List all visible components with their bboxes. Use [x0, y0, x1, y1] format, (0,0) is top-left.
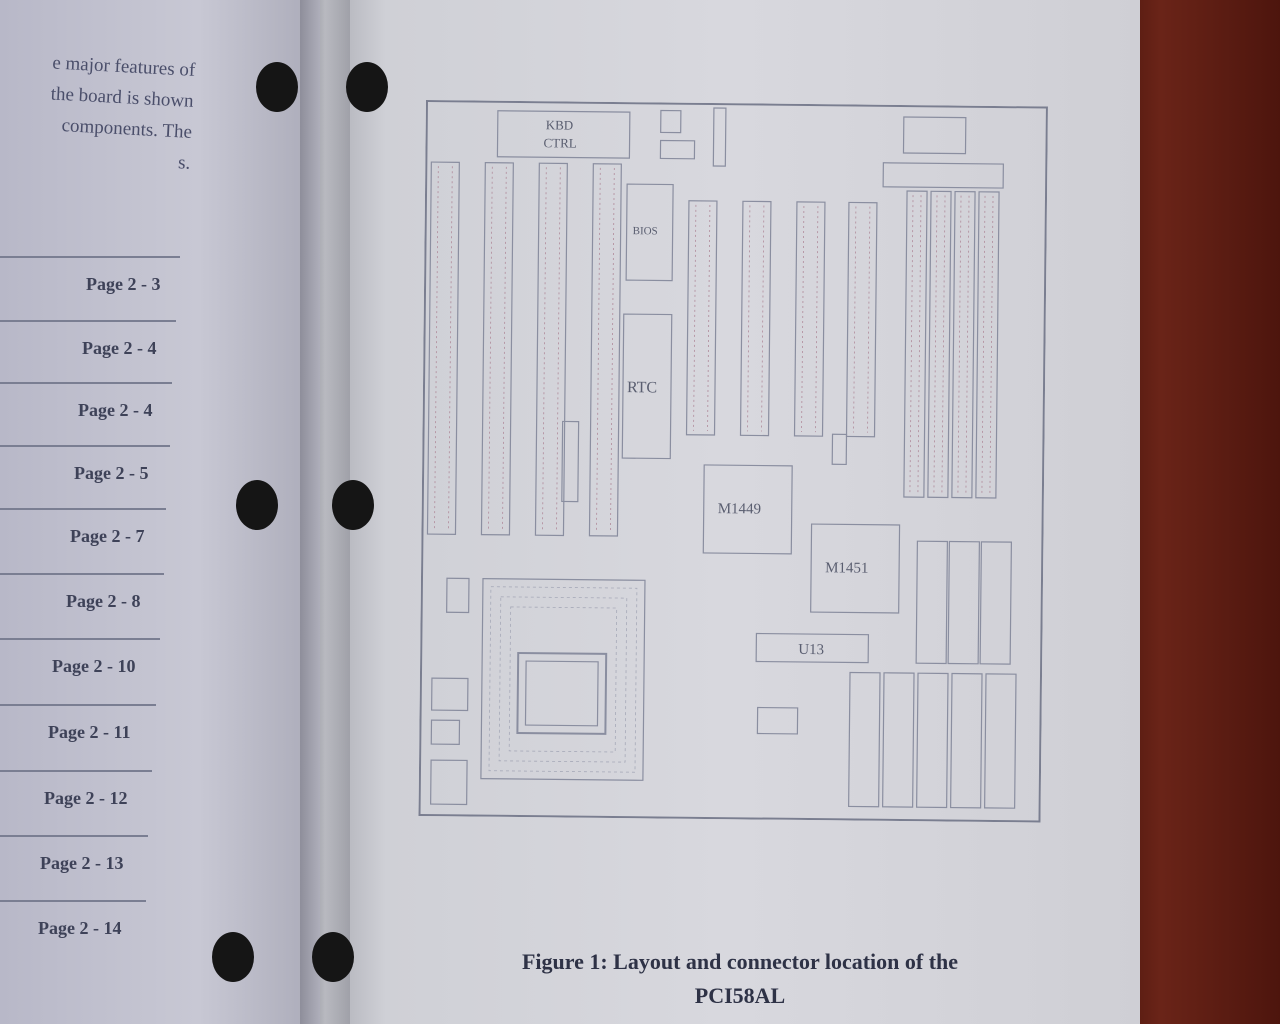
- caption-line-1: Figure 1: Layout and connector location …: [521, 949, 959, 974]
- rtc-label: RTC: [627, 379, 657, 396]
- toc-row: Page 2 - 3: [0, 256, 180, 320]
- pci-slot-1: [685, 200, 718, 436]
- simm-socket-2: [927, 190, 952, 499]
- right-page: KBD CTRL BIOS RTC M1449 M1451 U13 Figure…: [320, 0, 1140, 1024]
- left-page: e major features of the board is shown c…: [0, 0, 330, 1024]
- toc-row: Page 2 - 11: [0, 704, 156, 768]
- kbd-label: KBD: [546, 117, 574, 132]
- caption-line-2: PCI58AL: [694, 983, 786, 1008]
- toc-page: Page 2 - 14: [38, 918, 122, 938]
- binder-hole: [312, 932, 354, 982]
- toc-row: Page 2 - 14: [0, 900, 146, 964]
- pci-slot-2: [739, 200, 772, 437]
- isa-slot-4: [588, 163, 622, 537]
- figure-caption: Figure 1: Layout and connector location …: [450, 945, 1030, 1013]
- u13-chip: [755, 632, 870, 664]
- toc-page: Page 2 - 7: [70, 526, 145, 546]
- m1449-label: M1449: [718, 501, 762, 517]
- binder-hole: [346, 62, 388, 112]
- toc-row: Page 2 - 4: [0, 320, 176, 384]
- toc-row: Page 2 - 13: [0, 835, 148, 899]
- isa-slot-3: [534, 162, 568, 537]
- toc-page: Page 2 - 4: [78, 400, 153, 420]
- simm-socket-4: [975, 191, 1000, 499]
- m1449-chip: [702, 464, 793, 555]
- intro-text: e major features of the board is shown c…: [0, 45, 196, 179]
- toc-page: Page 2 - 8: [66, 591, 141, 611]
- isa-slot-2: [480, 162, 514, 536]
- motherboard-diagram: KBD CTRL BIOS RTC M1449 M1451 U13: [418, 100, 1048, 823]
- motherboard-layout-figure: KBD CTRL BIOS RTC M1449 M1451 U13: [418, 100, 1048, 823]
- toc-row: Page 2 - 7: [0, 508, 166, 572]
- ctrl-label: CTRL: [543, 135, 576, 150]
- cpu-socket: [480, 578, 646, 781]
- u13-label: U13: [798, 642, 824, 658]
- toc-page: Page 2 - 11: [48, 722, 131, 742]
- toc-page: Page 2 - 3: [86, 274, 161, 294]
- bios-label: BIOS: [633, 225, 658, 237]
- toc-page: Page 2 - 4: [82, 338, 157, 358]
- pci-slot-4: [845, 201, 878, 438]
- rtc-chip: [621, 313, 673, 460]
- toc-page: Page 2 - 5: [74, 463, 149, 483]
- simm-socket-3: [951, 190, 976, 499]
- toc-row: Page 2 - 4: [0, 382, 172, 446]
- toc-page: Page 2 - 10: [52, 656, 136, 676]
- pci-slot-3: [793, 201, 826, 437]
- binder-hole: [256, 62, 298, 112]
- m1451-chip: [810, 523, 901, 614]
- bios-chip: [625, 183, 674, 282]
- toc-row: Page 2 - 10: [0, 638, 160, 702]
- binder-hole: [236, 480, 278, 530]
- toc-page: Page 2 - 12: [44, 788, 128, 808]
- isa-slot-1: [426, 161, 460, 535]
- keyboard-connector: [496, 110, 631, 159]
- binder-hole: [332, 480, 374, 530]
- toc-row: Page 2 - 12: [0, 770, 152, 834]
- toc-page: Page 2 - 13: [40, 853, 124, 873]
- toc-row: Page 2 - 8: [0, 573, 164, 637]
- m1451-label: M1451: [825, 560, 869, 576]
- simm-socket-1: [903, 190, 928, 498]
- binder-hole: [212, 932, 254, 982]
- toc-row: Page 2 - 5: [0, 445, 170, 509]
